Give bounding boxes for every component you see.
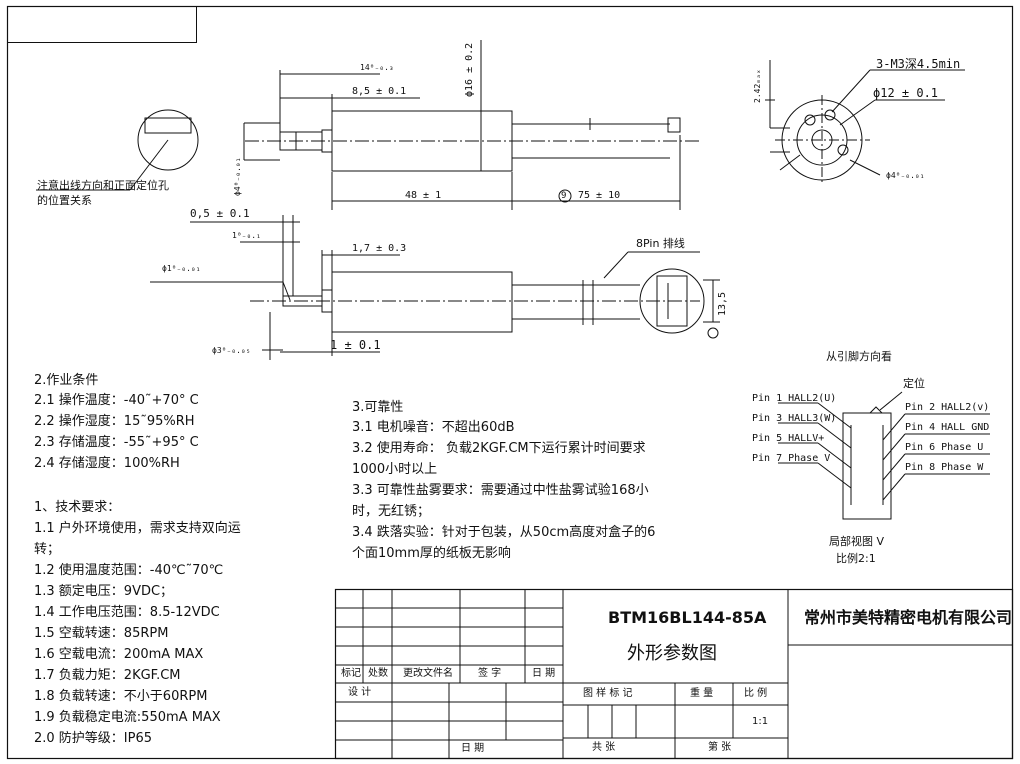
tech-item: 1.1 户外环境使用，需求支持双向运	[34, 521, 241, 536]
tech-item: 2.0 防护等级：IP65	[34, 731, 153, 746]
dim-8-5: 8,5 ± 0.1	[352, 86, 407, 97]
model-number: BTM16BL144-85A	[608, 608, 767, 627]
drawing-name: 外形参数图	[627, 643, 717, 664]
locate-label: 定位	[903, 377, 925, 390]
tech-item: 1.2 使用温度范围：-40℃˜70℃	[34, 563, 224, 578]
company-name: 常州市美特精密电机有限公司	[804, 608, 1013, 627]
reliability-item: 3.4 跌落实验：针对于包装，从50cm高度对盒子的6	[352, 525, 656, 540]
scale-value: 1:1	[752, 716, 769, 727]
reliability-item: 时，无红锈；	[352, 504, 431, 519]
callout-note: 注意出线方向和正面定位孔 的位置关系	[37, 179, 169, 207]
pin-label: Pin 4 HALL GND	[905, 422, 990, 433]
right-header: 重 量	[690, 688, 714, 699]
right-header: 比 例	[744, 688, 768, 699]
scale-note: 比例2:1	[836, 552, 876, 565]
reliability-title: 3.可靠性	[352, 400, 404, 415]
m3-label: 3-M3深4.5min	[876, 57, 961, 71]
dim-phi1: ϕ1⁰₋₀.₀₁	[162, 264, 201, 273]
rev-header: 标记	[341, 668, 361, 679]
dim-phi3: ϕ3⁰₋₀.₀₅	[212, 346, 251, 355]
dim-phi12: ϕ12 ± 0.1	[873, 86, 939, 100]
total-sheets: 共 张	[592, 742, 616, 753]
sheet-number: 第 张	[708, 742, 732, 753]
condition-item: 2.2 操作湿度：15˜95%RH	[34, 414, 195, 429]
dim-0-5: 0,5 ± 0.1	[190, 207, 250, 220]
rev-header: 日 期	[532, 668, 556, 679]
dim-phi4-right: ϕ4⁰₋₀.₀₁	[886, 171, 925, 180]
tech-item: 1.4 工作电压范围：8.5-12VDC	[34, 605, 220, 620]
right-header: 图 样 标 记	[583, 688, 633, 699]
tech-title: 1、技术要求：	[34, 500, 121, 515]
reliability-item: 个面10mm厚的纸板无影响	[352, 546, 511, 561]
dim-phi16: ϕ16 ± 0.2	[464, 42, 475, 97]
pin-label: Pin 5 HALLV+	[752, 433, 825, 444]
reliability-item: 3.3 可靠性盐雾要求：需要通过中性盐雾试验168小	[352, 483, 649, 498]
view-note: 从引脚方向看	[826, 350, 892, 363]
tech-item: 1.7 负载力矩：2KGF.CM	[34, 668, 181, 683]
design-label: 设 计	[348, 687, 372, 698]
condition-item: 2.3 存储温度：-55˜+95° C	[34, 435, 199, 450]
dim-13-5: 13,5	[717, 291, 728, 316]
tech-item: 转；	[34, 542, 61, 557]
dim-phi4: ϕ4⁰₋₀.₀₁	[233, 157, 242, 196]
dim-1-7: 1,7 ± 0.3	[352, 243, 407, 254]
condition-item: 2.1 操作温度：-40˜+70° C	[34, 393, 199, 408]
dim-75: 75 ± 10	[578, 190, 621, 201]
pin-cable-label: 8Pin 排线	[636, 237, 685, 250]
reliability-item: 3.1 电机噪音：不超出60dB	[352, 420, 515, 435]
tech-item: 1.3 额定电压：9VDC；	[34, 584, 174, 599]
tech-item: 1.5 空载转速：85RPM	[34, 626, 169, 641]
rev-header: 签 字	[478, 668, 502, 679]
dim-48: 48 ± 1	[405, 190, 442, 201]
dim-75-num: 9	[561, 191, 567, 201]
tech-item: 1.8 负载转速：不小于60RPM	[34, 689, 208, 704]
condition-item: 2.4 存储湿度：100%RH	[34, 456, 180, 471]
pin-label: Pin 1 HALL2(U)	[752, 393, 837, 404]
conditions-title: 2.作业条件	[34, 373, 99, 388]
reliability-item: 1000小时以上	[352, 462, 438, 477]
dim-1: 1 ± 0.1	[330, 338, 381, 352]
dim-2-42: 2.42ₘₐₓ	[753, 69, 762, 103]
partial-view-label: 局部视图 V	[829, 535, 885, 548]
date-label: 日 期	[461, 743, 485, 754]
pin-label: Pin 6 Phase U	[905, 442, 984, 453]
tech-item: 1.6 空载电流：200mA MAX	[34, 647, 204, 662]
tech-item: 1.9 负载稳定电流:550mA MAX	[34, 710, 221, 725]
dim-1-tol: 1⁰₋₀.₁	[232, 231, 261, 240]
pin-label: Pin 3 HALL3(W)	[752, 413, 837, 424]
pin-label: Pin 2 HALL2(v)	[905, 402, 990, 413]
pin-label: Pin 7 Phase V	[752, 453, 831, 464]
dim-14: 14⁰₋₀.₃	[360, 63, 394, 72]
rev-header: 处数	[368, 668, 388, 679]
reliability-item: 3.2 使用寿命： 负载2KGF.CM下运行累计时间要求	[352, 441, 646, 456]
rev-header: 更改文件名	[403, 668, 453, 679]
pin-label: Pin 8 Phase W	[905, 462, 984, 473]
